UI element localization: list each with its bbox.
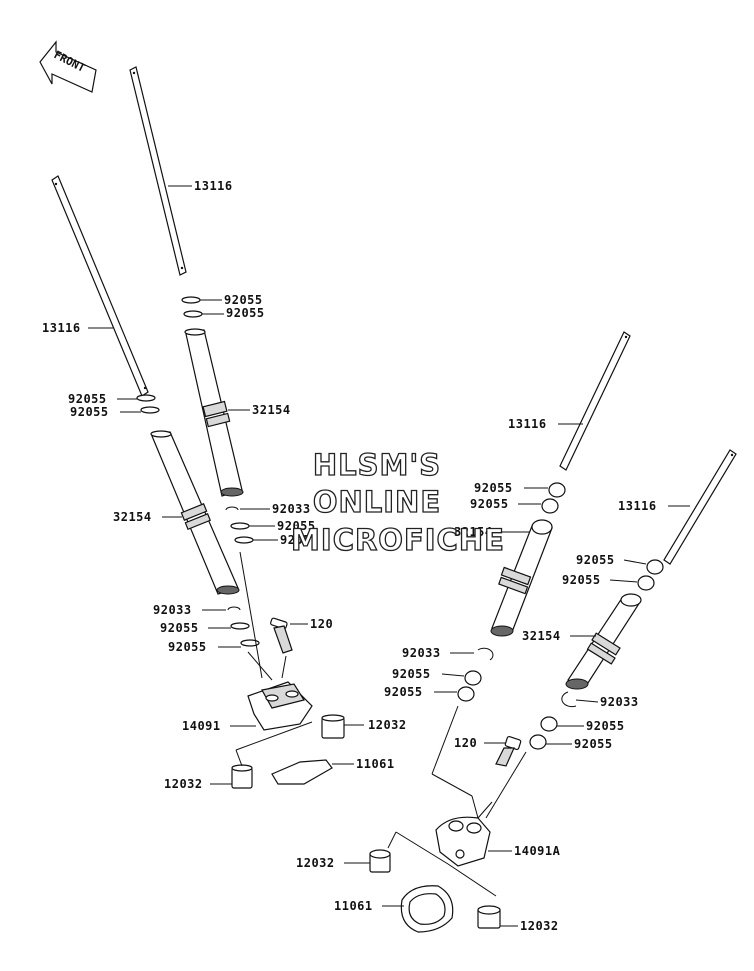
clip	[225, 506, 239, 511]
dowel-pin	[477, 905, 501, 929]
part-label: 92055	[68, 392, 107, 406]
o-ring	[140, 406, 160, 414]
gasket	[271, 759, 333, 785]
o-ring	[230, 522, 250, 530]
part-label: 92055	[574, 737, 613, 751]
push-rod	[559, 331, 631, 471]
o-ring	[457, 686, 475, 702]
part-label: 13116	[508, 417, 547, 431]
part-label: 12032	[520, 919, 559, 933]
o-ring	[234, 536, 254, 544]
part-label: 92055	[160, 621, 199, 635]
part-label: 92055	[562, 573, 601, 587]
part-label: 32154	[113, 510, 152, 524]
o-ring	[136, 394, 156, 402]
watermark-line: ONLINE	[313, 485, 441, 519]
part-label: 120	[454, 736, 477, 750]
part-label: 14091	[182, 719, 221, 733]
part-label: 92055	[70, 405, 109, 419]
watermark-line: HLSM'S	[313, 448, 441, 482]
gasket	[400, 885, 454, 933]
o-ring	[183, 310, 203, 318]
clip	[227, 606, 241, 611]
o-ring	[181, 296, 201, 304]
clip	[561, 691, 577, 708]
part-label: 92033	[153, 603, 192, 617]
part-label: 92033	[272, 502, 311, 516]
o-ring	[637, 575, 655, 591]
bolt	[270, 617, 293, 654]
part-label: 92055	[168, 640, 207, 654]
dowel-pin	[321, 714, 345, 739]
watermark-line: MICROFICHE	[291, 523, 505, 557]
part-label: 13116	[618, 499, 657, 513]
tube-holder	[247, 681, 313, 731]
part-label: 32154	[522, 629, 561, 643]
part-label: 92055	[224, 293, 263, 307]
o-ring	[541, 498, 559, 514]
bolt	[495, 736, 522, 767]
part-label: 32154	[252, 403, 291, 417]
watermark: HLSM'S ONLINE MICROFICHE	[290, 447, 505, 557]
o-ring	[646, 559, 664, 575]
push-rod-tube	[565, 593, 642, 690]
part-label: 11061	[356, 757, 395, 771]
part-label: 92055	[586, 719, 625, 733]
part-label: 92055	[226, 306, 265, 320]
o-ring	[548, 482, 566, 498]
part-label: 12032	[368, 718, 407, 732]
part-label: 12032	[296, 856, 335, 870]
part-label: 32154	[454, 525, 493, 539]
o-ring	[240, 639, 260, 647]
push-rod	[663, 449, 737, 565]
clip	[477, 647, 494, 661]
part-label: 92033	[402, 646, 441, 660]
part-label: 13116	[194, 179, 233, 193]
dowel-pin	[369, 849, 391, 873]
part-label: 11061	[334, 899, 373, 913]
part-label: 92055	[474, 481, 513, 495]
part-label: 120	[310, 617, 333, 631]
tube-holder	[435, 816, 491, 867]
part-label: 13116	[42, 321, 81, 335]
part-label: 92055	[392, 667, 431, 681]
part-label: 92033	[600, 695, 639, 709]
part-label: 92055	[280, 533, 319, 547]
push-rod-tube	[490, 519, 553, 637]
o-ring	[529, 734, 547, 750]
part-label: 14091A	[514, 844, 561, 858]
front-arrow-icon: FRONT	[39, 40, 97, 93]
push-rod-left	[51, 175, 149, 397]
o-ring	[540, 716, 558, 732]
push-rod-tube	[184, 328, 244, 497]
part-label: 92055	[470, 497, 509, 511]
part-label: 92055	[576, 553, 615, 567]
part-label: 92055	[277, 519, 316, 533]
push-rod-top	[129, 66, 187, 276]
o-ring	[230, 622, 250, 630]
push-rod-tube	[150, 430, 240, 595]
o-ring	[464, 670, 482, 686]
dowel-pin	[231, 764, 253, 789]
part-label: 92055	[384, 685, 423, 699]
part-label: 12032	[164, 777, 203, 791]
